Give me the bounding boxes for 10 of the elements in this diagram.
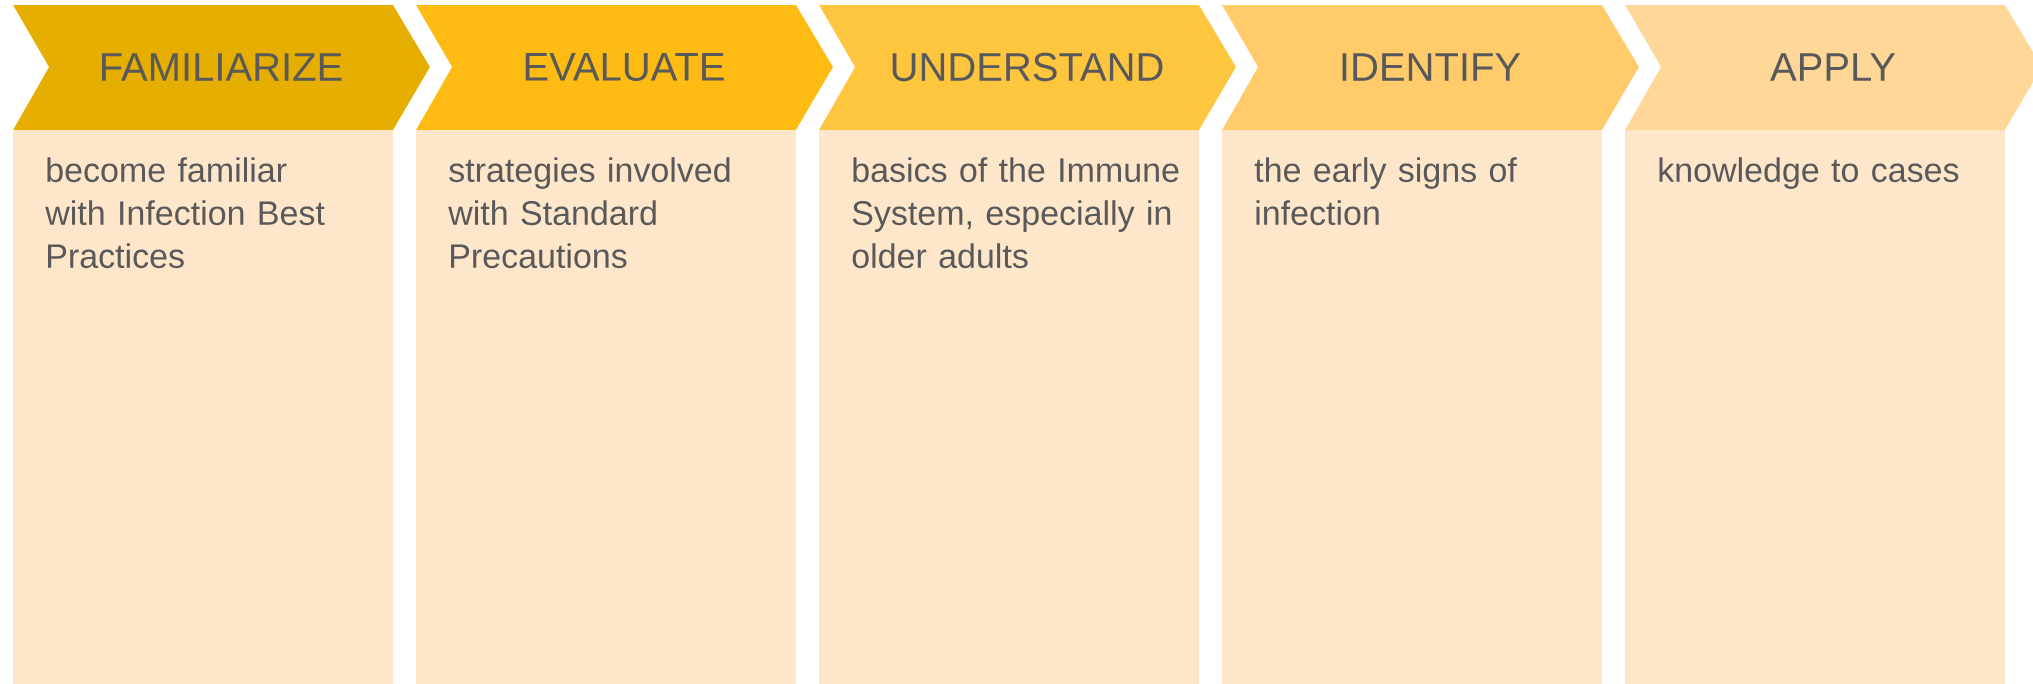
chevron-step: APPLY	[1625, 5, 2033, 130]
text-panel: basics of the Immune System, especially in older adults	[819, 130, 1199, 684]
chevron-step: IDENTIFY	[1222, 5, 1639, 130]
text-panel: strategies involved with Standard Precautions	[416, 130, 796, 684]
chevron-step: EVALUATE	[416, 5, 833, 130]
text-panel: the early signs of infection	[1222, 130, 1602, 684]
chevron-step: FAMILIARIZE	[13, 5, 430, 130]
text-panel: knowledge to cases	[1625, 130, 2005, 684]
text-panel: become familiar with Infection Best Practices	[13, 130, 393, 684]
chevron-step: UNDERSTAND	[819, 5, 1236, 130]
